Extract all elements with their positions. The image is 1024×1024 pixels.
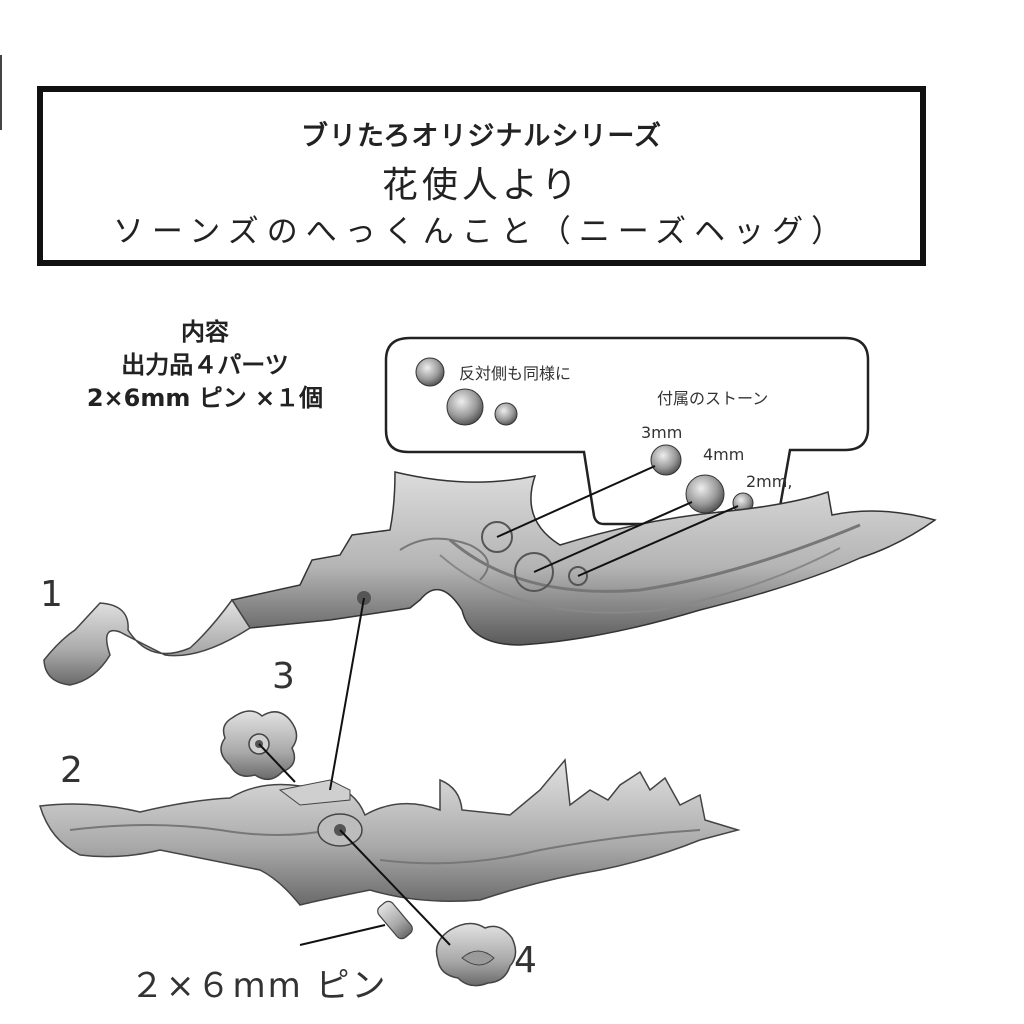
contents-list: 内容 出力品４パーツ 2×6mm ピン ×１個 [60,316,350,415]
part-number-3: 3 [272,656,295,697]
part-number-1: 1 [40,574,63,615]
edge-line [0,55,2,130]
stone-example-icon [415,357,518,426]
stone-4mm-icon [685,474,725,514]
contents-parts: 出力品４パーツ [121,351,289,379]
stone-size-4mm: 4mm [703,445,745,464]
stone-opposite-note: 反対側も同様に [459,364,572,383]
part-number-2: 2 [60,750,83,791]
series-title: ブリたろオリジナルシリーズ [300,121,663,152]
part-4-flower-nut [435,922,517,987]
part-2-guard [39,758,741,906]
pin-icon [377,900,413,940]
pin-size-label: ２×６mm ピン [130,966,388,1006]
contents-pins: 2×6mm ピン ×１個 [86,384,324,412]
product-subject: ソーンズのへっくんこと（ニーズヘッグ） [112,214,851,250]
stone-attached-label: 付属のストーン [657,389,769,408]
stone-3mm-icon [650,444,682,476]
title-frame: ブリたろオリジナルシリーズ 花使人より ソーンズのへっくんこと（ニーズヘッグ） [37,86,926,266]
stone-size-2mm: 2mm, [746,472,793,491]
leader-lines [258,465,739,946]
product-origin: 花使人より [381,165,582,206]
contents-heading: 内容 [181,318,229,346]
stone-size-3mm: 3mm [641,423,683,442]
part-1-blade [43,471,937,686]
part-number-4: 4 [514,940,537,981]
